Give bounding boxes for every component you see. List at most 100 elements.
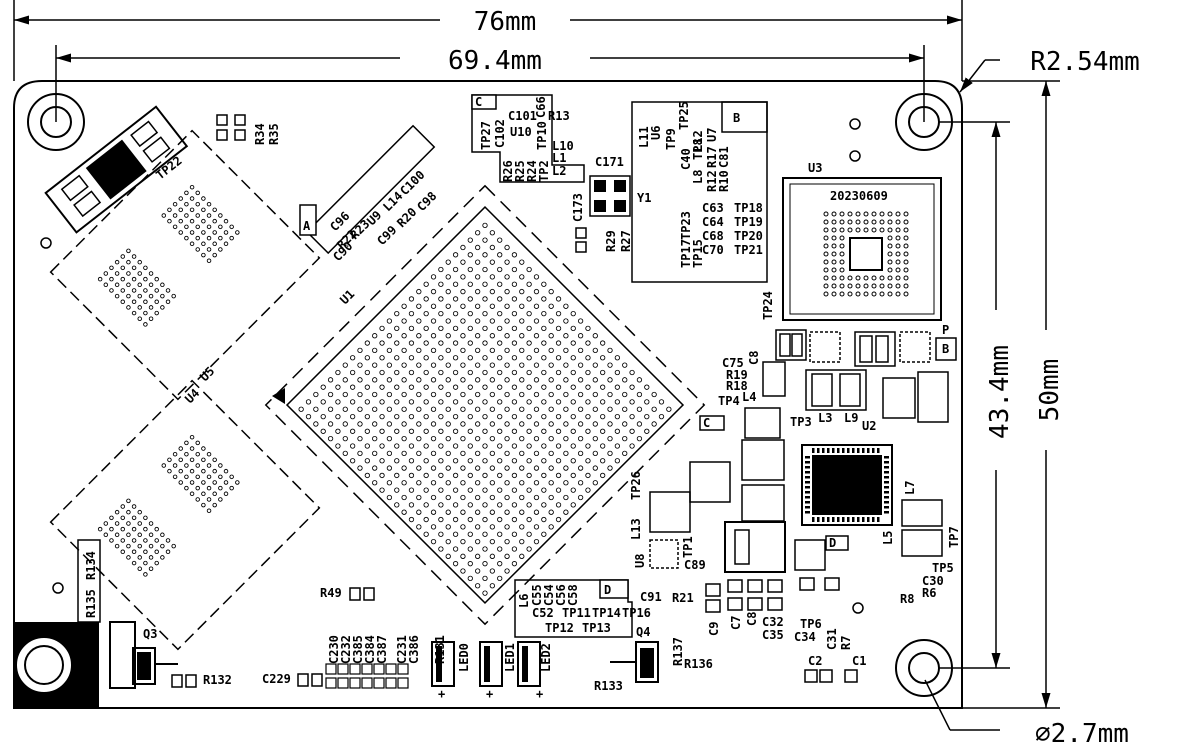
- label-r21: R21: [672, 591, 694, 605]
- label-u1: U1: [337, 287, 357, 307]
- label-c171: C171: [595, 155, 624, 169]
- label-tp10: TP10: [535, 121, 549, 150]
- dimension-69mm: 69.4mm: [55, 45, 925, 122]
- dimension-hole: ∅2.7mm: [924, 679, 1129, 749]
- svg-text:D: D: [829, 536, 836, 550]
- r134-r135-box: [77, 539, 101, 623]
- label-r17: R17: [705, 146, 719, 168]
- label-l11: L11: [637, 126, 651, 148]
- r34-r35-pads: [216, 114, 246, 141]
- dim-hole-diameter: ∅2.7mm: [1035, 719, 1129, 749]
- dim-hole-span-y: 43.4mm: [985, 345, 1015, 439]
- marker-d-right: D: [825, 535, 849, 551]
- b-block: B: [631, 101, 768, 283]
- label-l9: L9: [844, 411, 858, 425]
- label-u3: U3: [808, 161, 822, 175]
- label-tp15: TP15: [691, 239, 705, 268]
- label-tp21: TP21: [734, 243, 763, 257]
- label-c91: C91: [640, 590, 662, 604]
- label-r24: R24: [525, 160, 539, 182]
- label-l2: L2: [552, 164, 566, 178]
- label-tp5: TP5: [932, 561, 954, 575]
- label-tp4: TP4: [718, 394, 740, 408]
- label-c99: C99: [374, 223, 399, 248]
- mounting-hole-tl: [27, 93, 85, 151]
- label-c2: C2: [808, 654, 822, 668]
- label-tp1: TP1: [681, 536, 695, 558]
- label-c173: C173: [571, 193, 585, 222]
- label-r49: R49: [320, 586, 342, 600]
- label-c81: C81: [717, 146, 731, 168]
- svg-text:D: D: [604, 583, 611, 597]
- label-l4: L4: [742, 390, 756, 404]
- label-tp7: TP7: [947, 526, 961, 548]
- label-r13: R13: [548, 109, 570, 123]
- label-c64: C64: [702, 215, 724, 229]
- label-c58: C58: [566, 584, 580, 606]
- label-r7: R7: [839, 636, 853, 650]
- label-c100: C100: [397, 168, 427, 198]
- label-c1: C1: [852, 654, 866, 668]
- label-c55: C55: [530, 584, 544, 606]
- d-block: D: [514, 579, 633, 638]
- label-c384: C384: [363, 635, 377, 664]
- date-code: 20230609: [830, 189, 888, 203]
- label-c52: C52: [532, 606, 554, 620]
- transistor-q4: [610, 641, 659, 683]
- svg-text:B: B: [942, 342, 949, 356]
- dim-board-width: 76mm: [474, 7, 537, 37]
- label-tp18: TP18: [734, 201, 763, 215]
- label-r137: R137: [671, 637, 685, 666]
- chip-pmic: [801, 444, 893, 526]
- label-r25: R25: [513, 160, 527, 182]
- label-c7: C7: [729, 616, 743, 630]
- label-tp12: TP12: [545, 621, 574, 635]
- label-l13: L13: [629, 518, 643, 540]
- label-c230: C230: [327, 635, 341, 664]
- board-outline: [13, 80, 963, 709]
- svg-text:A: A: [303, 219, 311, 233]
- chip-u1: [264, 184, 706, 626]
- label-y1: Y1: [637, 191, 651, 205]
- label-tp19: TP19: [734, 215, 763, 229]
- mounting-hole-br: [895, 639, 953, 697]
- crystal-y1: [589, 175, 631, 217]
- label-q4: Q4: [636, 625, 650, 639]
- label-c63: C63: [702, 201, 724, 215]
- label-led2: LED2: [539, 643, 553, 672]
- label-r6: R6: [922, 586, 936, 600]
- label-tp8: TP8: [691, 138, 705, 160]
- label-c34: C34: [794, 630, 816, 644]
- label-c98: C98: [414, 189, 439, 214]
- label-r133: R133: [594, 679, 623, 693]
- label-c232: C232: [339, 635, 353, 664]
- led0: [431, 641, 455, 687]
- label-tp3: TP3: [790, 415, 812, 429]
- label-r136: R136: [684, 657, 713, 671]
- label-u4: U4: [182, 386, 202, 406]
- label-c101: C101: [508, 109, 537, 123]
- label-q3: Q3: [143, 627, 157, 641]
- label-c68: C68: [702, 229, 724, 243]
- label-c35: C35: [762, 628, 784, 642]
- label-tp11: TP11: [562, 606, 591, 620]
- label-tp24: TP24: [761, 291, 775, 320]
- marker-a: A: [299, 204, 317, 236]
- label-l7: L7: [903, 481, 917, 495]
- label-led0: LED0: [457, 643, 471, 672]
- dimension-76mm: 76mm: [13, 0, 963, 81]
- label-tp26: TP26: [629, 471, 643, 500]
- power-region: P B: [775, 323, 957, 367]
- label-u10: U10: [510, 125, 532, 139]
- label-r134: R134: [84, 551, 98, 580]
- mounting-hole-tr: [895, 93, 953, 151]
- dim-board-height: 50mm: [1035, 359, 1065, 422]
- label-l5: L5: [881, 531, 895, 545]
- label-r8: R8: [900, 592, 914, 606]
- mounting-hole-bl: [17, 638, 71, 692]
- label-c231: C231: [395, 635, 409, 664]
